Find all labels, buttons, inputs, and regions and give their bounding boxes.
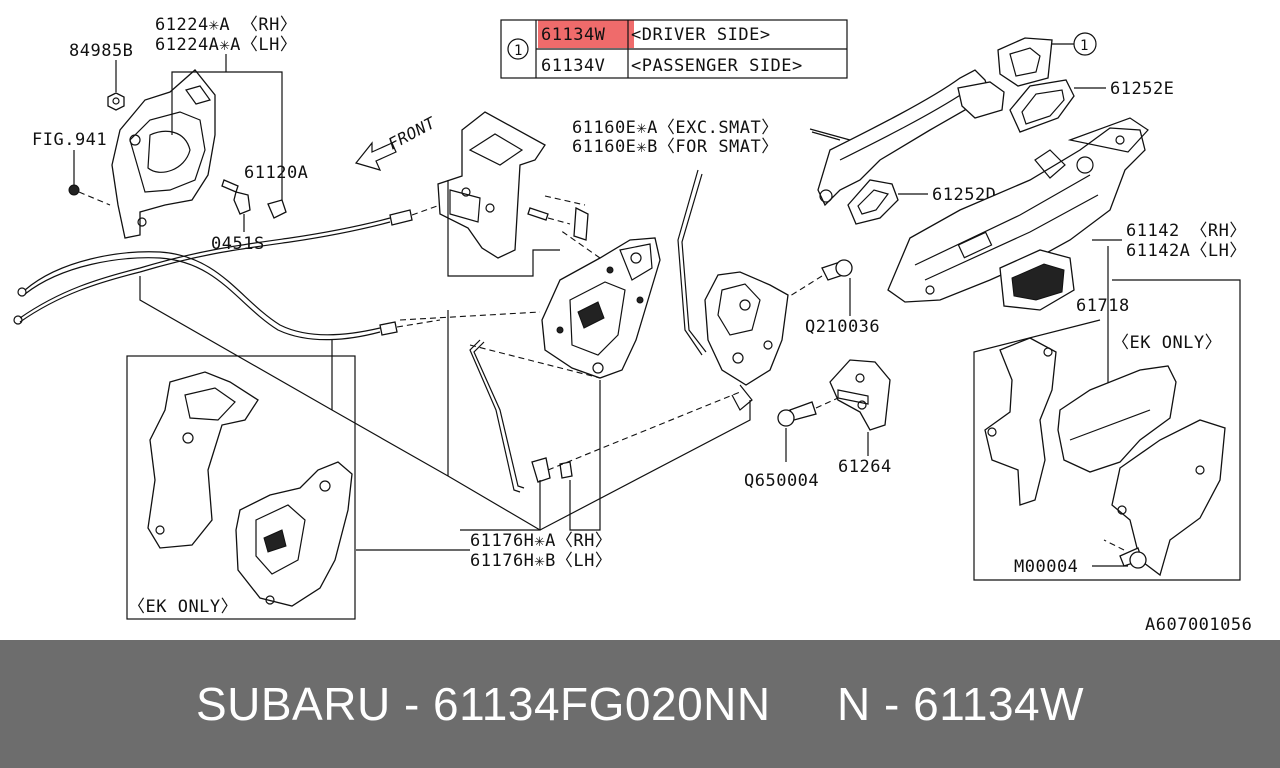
label-61142-lh: 61142A〈LH〉 <box>1126 241 1247 261</box>
connector-61718 <box>999 249 1075 311</box>
legend-code-driver: 61134W <box>541 25 606 45</box>
label-61264: 61264 <box>838 457 892 477</box>
legend-highlight <box>538 20 634 48</box>
label-ek-only-right: 〈EK ONLY〉 <box>1112 333 1222 353</box>
legend-table: 1 61134W <DRIVER SIDE> 61134V <PASSENGER… <box>500 19 848 79</box>
clip-61120a <box>267 199 287 219</box>
release-cables <box>13 204 441 341</box>
label-61252d: 61252D <box>932 185 996 205</box>
latch-screw <box>527 195 589 241</box>
callout-1-circle <box>1073 32 1097 56</box>
legend-desc-passenger: <PASSENGER SIDE> <box>631 56 803 76</box>
label-84985b: 84985B <box>69 41 133 61</box>
label-61176h-a: 61176H✳A〈RH〉 <box>470 531 612 551</box>
door-latch-assembly <box>704 271 789 411</box>
pad-61252d <box>847 179 899 225</box>
label-61224-lh: 61224A✳A〈LH〉 <box>155 35 297 55</box>
parts-diagram: 1 61134W <DRIVER SIDE> 61134V <PASSENGER… <box>13 15 1252 635</box>
part-number-footer: SUBARU - 61134FG020NN N - 61134W <box>0 640 1280 768</box>
label-61718: 61718 <box>1076 296 1130 316</box>
legend-number: 1 <box>514 43 523 59</box>
screw-m00004 <box>1103 539 1147 569</box>
label-61142-rh: 61142 〈RH〉 <box>1126 221 1247 241</box>
label-m00004: M00004 <box>1014 557 1078 577</box>
front-arrow: FRONT <box>354 113 439 171</box>
striker-61264 <box>829 359 891 431</box>
pad-61252e <box>1009 79 1075 133</box>
footer-part-number: SUBARU - 61134FG020NN N - 61134W <box>195 678 1085 730</box>
nut-84985b <box>107 92 125 111</box>
screw-fig941 <box>68 184 111 206</box>
legend-number-circle <box>507 38 529 60</box>
diagram-id: A607001056 <box>1145 615 1252 635</box>
label-61160e-b: 61160E✳B〈FOR SMAT〉 <box>572 137 779 157</box>
outer-handle <box>817 69 1005 207</box>
label-q210036: Q210036 <box>805 317 880 337</box>
label-ek-only-left: 〈EK ONLY〉 <box>128 597 238 617</box>
legend-desc-driver: <DRIVER SIDE> <box>631 25 771 45</box>
label-61176h-b: 61176H✳B〈LH〉 <box>470 551 612 571</box>
label-q650004: Q650004 <box>744 471 819 491</box>
callout-1: 1 <box>1080 38 1089 54</box>
label-fig941: FIG.941 <box>32 130 107 150</box>
lock-rod-61160e <box>677 169 707 356</box>
connecting-rod-61176h <box>469 339 573 493</box>
bolt-q650004 <box>777 397 839 427</box>
latch-bracket <box>437 111 546 259</box>
label-0451s: 0451S <box>211 234 265 254</box>
key-cylinder-cap <box>997 37 1053 87</box>
legend-code-passenger: 61134V <box>541 56 605 76</box>
label-front: FRONT <box>385 113 439 154</box>
handle-frame-61142 <box>887 117 1149 303</box>
label-61160e-a: 61160E✳A〈EXC.SMAT〉 <box>572 118 779 138</box>
label-61252e: 61252E <box>1110 79 1174 99</box>
bolt-q210036 <box>789 259 853 297</box>
inner-handle-assembly <box>111 69 216 239</box>
label-61224-rh: 61224✳A 〈RH〉 <box>155 15 297 35</box>
bolt-0451s <box>221 179 251 215</box>
door-lock-actuator-61134w <box>541 237 661 379</box>
label-61120a: 61120A <box>244 163 308 183</box>
ek-only-left-box: 〈EK ONLY〉 <box>126 355 356 620</box>
ek-only-right-box: 〈EK ONLY〉 <box>973 279 1241 581</box>
